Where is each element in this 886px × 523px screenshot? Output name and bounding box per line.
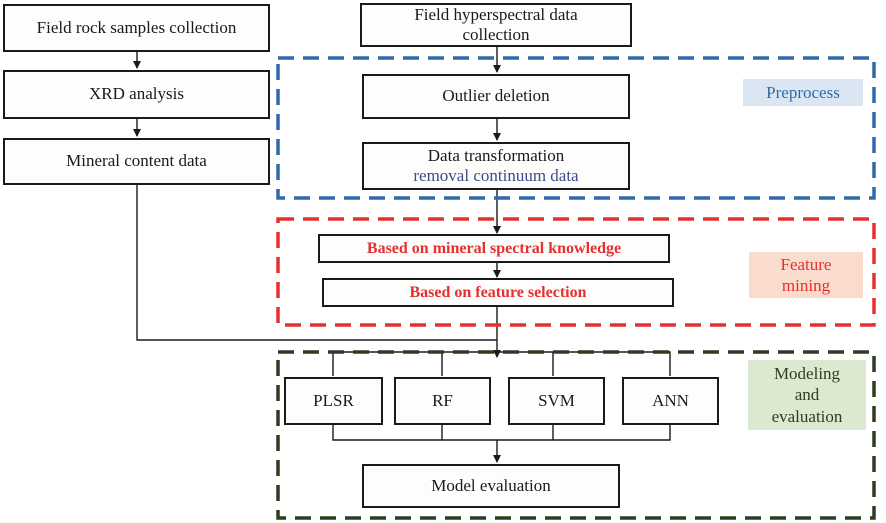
preprocess-frame [276,56,876,200]
svm-box: SVM [508,377,605,425]
feature-selection-box: Based on feature selection [322,278,674,307]
modeling-frame [276,350,876,520]
modeling-evaluation-tag: Modeling and evaluation [748,360,866,430]
data-transformation-box: Data transformation removal continuum da… [362,142,630,190]
line-mineral-to-models [136,185,497,341]
plsr-box: PLSR [284,377,383,425]
mineral-content-box: Mineral content data [3,138,270,185]
ann-box: ANN [622,377,719,425]
line-bottom-merge [332,425,671,441]
model-evaluation-box: Model evaluation [362,464,620,508]
field-hyperspectral-box: Field hyperspectral data collection [360,3,632,47]
outlier-deletion-box: Outlier deletion [362,74,630,119]
feature-mining-tag: Feature mining [749,252,863,298]
rf-box: RF [394,377,491,425]
line-top-branch [332,351,671,358]
xrd-analysis-box: XRD analysis [3,70,270,119]
feature-mining-frame [276,217,876,327]
preprocess-tag: Preprocess [743,79,863,106]
field-rock-samples-box: Field rock samples collection [3,4,270,52]
mineral-knowledge-box: Based on mineral spectral knowledge [318,234,670,263]
